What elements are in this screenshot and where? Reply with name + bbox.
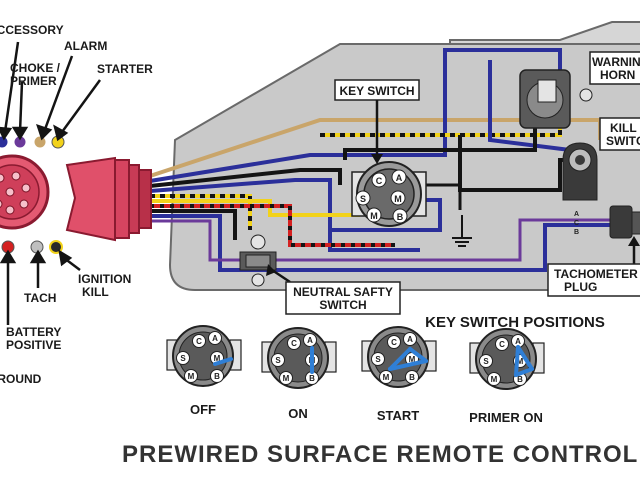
tachometer-plug: A C B (574, 205, 640, 239)
kill-switch-label-box (599, 117, 640, 151)
bridge-line (514, 345, 520, 377)
neutral-label-box (285, 281, 401, 315)
label-starter: STARTER (97, 62, 153, 76)
tach-pin-b: B (574, 229, 579, 236)
tach-label-line2: PLUG (564, 280, 597, 294)
position-terminal-c: C (391, 338, 397, 347)
key-switch: C A S M M B (351, 161, 427, 227)
neutral-label-line1: NEUTRAL SAFTY (293, 285, 393, 299)
label-ignition-line1: IGNITION (78, 272, 131, 286)
tach-pin-c: C (574, 220, 579, 227)
position-terminal-c: C (196, 337, 202, 346)
label-battery-line1: BATTERY (6, 325, 61, 339)
tach-label-box (547, 263, 640, 297)
neutral-arrowhead (266, 264, 276, 276)
positions-heading: KEY SWITCH POSITIONS (425, 314, 605, 331)
key-switch-arrowhead (371, 154, 383, 164)
kill-switch (562, 142, 598, 201)
bridge-line (514, 367, 534, 377)
position-label: START (377, 408, 419, 423)
key-switch-positions: CASMMBOFFCASMMBONCASMMBSTARTCASMMBPRIMER… (166, 325, 545, 425)
position-terminal-s: S (275, 356, 281, 365)
position-terminal-s: S (483, 357, 489, 366)
tach-pin-a: A (574, 211, 579, 218)
warning-horn-label-box (589, 51, 640, 85)
warning-horn-label-line1: WARNING (592, 55, 640, 69)
diagram-title: PREWIRED SURFACE REMOTE CONTROL (122, 441, 638, 468)
position-terminal-b: B (517, 375, 523, 384)
position-terminal-m: M (409, 355, 416, 364)
harness-connector-plug (65, 156, 152, 242)
tach-label-line1: TACHOMETER (554, 267, 638, 281)
position-terminal-m: M (214, 354, 221, 363)
callout-arrows (0, 41, 102, 325)
neutral-safety-switch (239, 234, 277, 287)
key-terminal-m: M (394, 194, 402, 204)
position-label: PRIMER ON (469, 410, 543, 425)
key-terminal-a: A (396, 173, 403, 183)
position-terminal-a: A (307, 336, 313, 345)
position-terminal-a: A (515, 337, 521, 346)
position-terminal-c: C (291, 339, 297, 348)
label-ground: GROUND (0, 372, 42, 386)
tach-arrowhead (628, 236, 640, 246)
position-terminal-a: A (212, 334, 218, 343)
key-position-2: CASMMBON (261, 327, 337, 421)
kill-switch-label-line2: SWITCH (606, 134, 640, 148)
key-terminal-b: B (397, 212, 404, 222)
position-terminal-m: M (491, 375, 498, 384)
position-label: OFF (190, 402, 216, 417)
housing-top-tab (449, 21, 640, 45)
position-terminal-s: S (180, 354, 186, 363)
position-terminal-m: M (283, 374, 290, 383)
connector-terminals (0, 135, 65, 254)
warning-horn-label-line2: HORN (600, 68, 635, 82)
label-tach: TACH (24, 291, 56, 305)
label-alarm: ALARM (64, 39, 107, 53)
bridge-line (388, 359, 428, 371)
position-terminal-m: M (383, 373, 390, 382)
warning-horn (519, 69, 593, 129)
key-switch-label: KEY SWITCH (339, 84, 414, 98)
bridge-line (213, 357, 233, 366)
label-battery-line2: POSITIVE (6, 338, 61, 352)
position-terminal-m: M (188, 372, 195, 381)
label-choke-line2: PRIMER (10, 74, 57, 88)
position-label: ON (288, 406, 308, 421)
wire-harness (149, 48, 610, 272)
position-terminal-a: A (407, 335, 413, 344)
kill-switch-label-line1: KILL (610, 121, 637, 135)
position-terminal-m: M (517, 357, 524, 366)
position-terminal-s: S (375, 355, 381, 364)
connector-face (0, 154, 50, 230)
position-terminal-c: C (499, 340, 505, 349)
label-ignition-line2: KILL (82, 285, 109, 299)
position-terminal-b: B (214, 372, 220, 381)
key-terminal-s: S (360, 194, 366, 204)
key-terminal-m2: M (370, 211, 378, 221)
bridge-line (388, 347, 412, 371)
position-terminal-b: B (309, 374, 315, 383)
bridge-line (516, 345, 534, 371)
neutral-label-line2: SWITCH (319, 298, 366, 312)
label-choke-line1: CHOKE / (10, 61, 61, 75)
position-terminal-b: B (409, 373, 415, 382)
bridge-line (408, 347, 428, 363)
label-accessory: ACCESSORY (0, 23, 64, 37)
key-terminal-c: C (376, 176, 383, 186)
